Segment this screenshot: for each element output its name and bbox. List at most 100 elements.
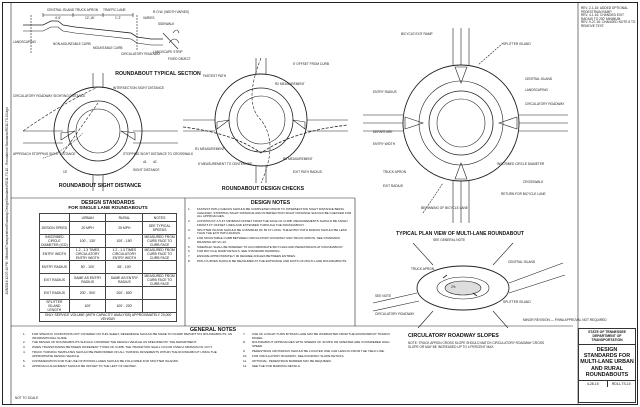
note-number: 1. bbox=[23, 332, 26, 336]
note-text: FOR SPECIFIC CONDITIONS NOT COVERED ON T… bbox=[32, 332, 232, 340]
sight-distance-drawing bbox=[22, 73, 178, 191]
note-text: FOR BICYCLE RAMP DETAILS, SEE STANDARD D… bbox=[197, 249, 281, 254]
table-cell: 50' - 100' bbox=[68, 260, 107, 274]
list-item: 1.FASTEST PATH CHECKS SHOULD BE COMPLETE… bbox=[188, 207, 353, 219]
label-5ft-centerline: 5' MEASUREMENT TO CENTERLINE bbox=[198, 162, 253, 166]
note-text: WHEN TRANSITIONING BETWEEN DIFFERENT TYP… bbox=[32, 345, 213, 350]
table-cell: 1.2 - 1.3 TIMES CIRCULATORY ENTRY WIDTH bbox=[68, 247, 107, 261]
note-text: ENSURE APPROXIMATELY 90 DEGREE ANGLES BE… bbox=[197, 254, 296, 259]
label-15ft: 15' bbox=[63, 170, 68, 174]
table-cell bbox=[142, 260, 177, 274]
note-number: 7. bbox=[188, 254, 191, 259]
slopes-title: CIRCULATORY ROADWAY SLOPES bbox=[408, 333, 499, 339]
table-cell: SAME AS ENTRY RADIUS bbox=[68, 273, 107, 287]
label-slope-circ-roadway: CIRCULATORY ROADWAY bbox=[375, 312, 415, 316]
table-cell: EXIT RADIUS bbox=[39, 273, 70, 287]
agency-name: STATE OF TENNESSEE DEPARTMENT OF TRANSPO… bbox=[579, 329, 635, 345]
list-item: 6. APPROACH ALIGNMENT SHOULD BE OFFSET TO… bbox=[23, 363, 236, 369]
list-item: 7. ENSURE APPROXIMATELY 90 DEGREE ANGLES … bbox=[188, 255, 353, 259]
note-number: 1. bbox=[188, 207, 191, 211]
label-5ft-offset: 5' OFFSET FROM CURB bbox=[293, 62, 329, 66]
note-text: APPROACH ALIGNMENT SHOULD BE OFFSET TO T… bbox=[32, 363, 137, 368]
label-approach-ssd: APPROACH STOPPING SIGHT DISTANCE bbox=[13, 152, 76, 156]
note-text: FOR MOUNTABLE CURB BETWEEN CIRCULATORY R… bbox=[197, 236, 340, 244]
table-cell: MEASURED FROM CURB FACE TO CURB FACE bbox=[142, 273, 177, 287]
table-cell: ENTRY RADIUS bbox=[39, 260, 70, 274]
design-notes-list: 1.FASTEST PATH CHECKS SHOULD BE COMPLETE… bbox=[188, 207, 353, 265]
note-text: ROUNDABOUT APPROACHES WITH SPEEDS OF 40 … bbox=[252, 340, 390, 349]
minor-revision-note: MINOR REVISION — FHWA APPROVAL NOT REQUI… bbox=[523, 318, 607, 322]
label-r3: R3 MEASUREMENT bbox=[283, 157, 313, 161]
design-notes-title: DESIGN NOTES bbox=[250, 200, 291, 206]
title-block: STATE OF TENNESSEE DEPARTMENT OF TRANSPO… bbox=[578, 328, 636, 403]
label-mountable-curb: MOUNTABLE CURB bbox=[93, 46, 123, 50]
revision-2: REV. 4-1-16: CHANGED EXIT RADIUS TO 200'… bbox=[581, 13, 624, 21]
label-sidewalk: SIDEWALK bbox=[158, 22, 175, 26]
list-item: 5.CONSIDERATION FOR THE USE OF BYPASS LA… bbox=[23, 359, 236, 364]
table-cell: 20 MPH bbox=[68, 221, 107, 235]
table-cell: SPLITTER ISLAND LENGTH bbox=[39, 299, 70, 313]
scale-note: NOT TO SCALE bbox=[15, 396, 39, 400]
note-number: 6. bbox=[23, 363, 26, 368]
label-circ-sighting: CIRCULATORY ROADWAY SIGHTING DISTANCE bbox=[13, 94, 86, 98]
design-checks-title: ROUNDABOUT DESIGN CHECKS bbox=[221, 186, 305, 192]
label-truck-apron: TRUCK APRON bbox=[75, 8, 99, 12]
table-cell: 200' - 500' bbox=[105, 286, 144, 300]
note-number: 11. bbox=[243, 358, 247, 363]
label-ml-begin-bike: BEGINNING OF BICYCLE LANE bbox=[421, 206, 468, 210]
list-item: 12.SEE THE FOR MARKING DETAILS. bbox=[243, 364, 398, 369]
label-sight-distance: SIGHT DISTANCE bbox=[133, 168, 160, 172]
note-number: 2. bbox=[188, 219, 191, 224]
note-text: TRUCK TURNING TEMPLATES SHOULD BE PERFOR… bbox=[32, 350, 217, 358]
list-item: 4. TRUCK TURNING TEMPLATES SHOULD BE PERF… bbox=[23, 350, 236, 358]
note-number: 7. bbox=[243, 332, 246, 336]
design-standards-title: DESIGN STANDARDS bbox=[81, 200, 135, 206]
table-cell: 100' bbox=[68, 299, 107, 313]
table-cell: 100' - 150' bbox=[105, 234, 144, 248]
label-circulatory-roadway: CIRCULATORY ROADWAY bbox=[121, 52, 161, 56]
design-checks-drawing bbox=[182, 57, 349, 184]
label-ml-circ-roadway: CIRCULATORY ROADWAY bbox=[525, 102, 565, 106]
multilane-title: TYPICAL PLAN VIEW OF MULTI-LANE ROUNDABO… bbox=[396, 231, 524, 237]
table-cell: EXIT RADIUS bbox=[39, 286, 70, 300]
table-footer: ONLY SERVICE VOLUME (WITH CAPACITY ANALY… bbox=[39, 312, 177, 322]
table-cell: 100' - 200' bbox=[105, 299, 144, 313]
label-non-mountable-curb: NON-MOUNTABLE CURB bbox=[53, 42, 91, 46]
label-slope-splitter: SPLITTER ISLAND bbox=[503, 300, 531, 304]
drawing-title: DESIGN STANDARDS FOR MULTI-LANE URBAN AN… bbox=[579, 345, 635, 382]
list-item: 11.OPTIONAL: PEDESTRIAN BARRIER MAY BE R… bbox=[243, 358, 398, 364]
label-traffic-lane: TRAFFIC LANE bbox=[103, 8, 126, 12]
dim-1-2: 1'-2' bbox=[115, 16, 121, 20]
dim-varies: VARIES bbox=[143, 16, 155, 20]
note-number: 4. bbox=[23, 350, 26, 355]
note-number: 8. bbox=[188, 259, 191, 264]
note-number: 6. bbox=[188, 249, 191, 254]
drawing-graphics bbox=[10, 3, 579, 404]
table-header-row: URBAN RURAL NOTES bbox=[39, 213, 177, 222]
label-ml-return-bike: RETURN FOR BICYCLE LANE bbox=[501, 192, 546, 196]
slopes-note: NOTE: TRUCK APRON CROSS SLOPE SHOULD MAT… bbox=[408, 341, 544, 349]
list-item: 9.PEDESTRIAN CROSSINGS SHOULD BE LOCATED… bbox=[243, 348, 398, 354]
table-cell: SAME AS ENTRY RADIUS bbox=[105, 273, 144, 287]
list-item: 7.USE OF A RIGHT-TURN BYPASS LANE MAY BE… bbox=[243, 332, 398, 340]
list-item: 6. FOR BICYCLE RAMP DETAILS, SEE STANDARD… bbox=[188, 250, 353, 254]
note-text: PEDESTRIAN CROSSINGS SHOULD BE LOCATED O… bbox=[252, 348, 385, 353]
table-row: INSCRIBED CIRCLE DIAMETER (ICD)100' - 13… bbox=[39, 234, 177, 248]
note-number: 5. bbox=[188, 244, 191, 249]
note-text: THE DESIGN OF ROUNDABOUTS SHOULD CONSIDE… bbox=[32, 340, 197, 345]
general-notes-title: GENERAL NOTES bbox=[189, 327, 237, 333]
list-item: 2.CONSTRUCT A 5-FT MINIMUM OFFSET FROM T… bbox=[188, 219, 353, 227]
label-ml-entry-radius: ENTRY RADIUS bbox=[373, 90, 397, 94]
table-cell bbox=[142, 299, 177, 313]
table-cell: MEASURED FROM CURB FACE TO CURB FACE bbox=[142, 234, 177, 248]
note-number: 3. bbox=[23, 345, 26, 350]
typical-section-drawing bbox=[23, 13, 180, 53]
label-slope-central-island: CENTRAL ISLAND bbox=[508, 260, 536, 264]
